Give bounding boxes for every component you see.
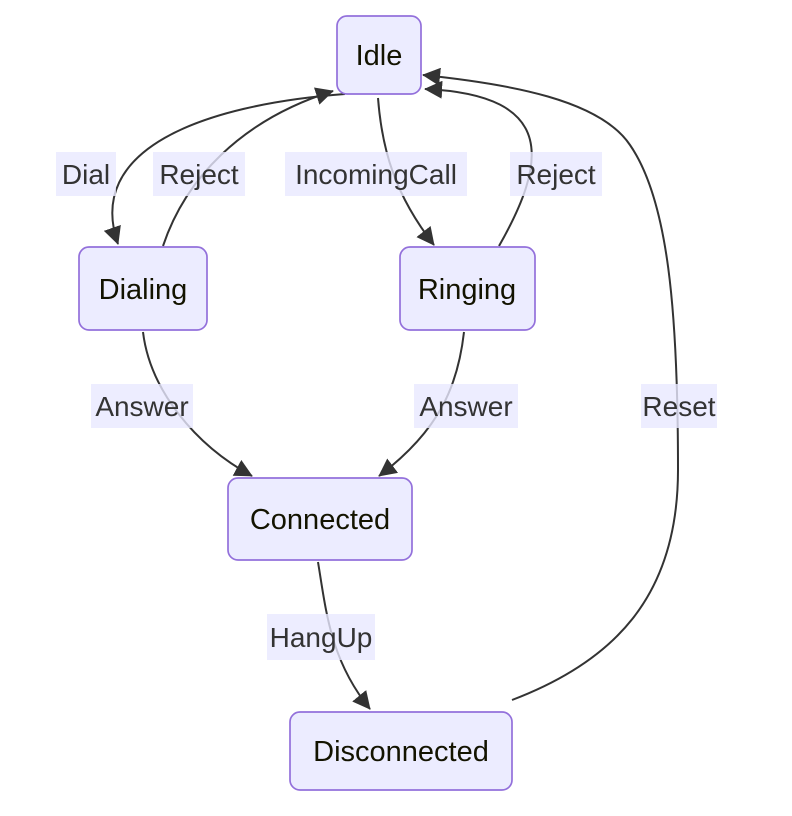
edge-label-bg: [285, 152, 467, 196]
state-node-box: [336, 15, 422, 95]
edge-label-bg: [153, 152, 245, 196]
edge-idle-to-dialing: [103, 93, 346, 245]
edge-label-bg: [641, 384, 717, 428]
edge-label-text: Answer: [95, 391, 188, 422]
nodes-layer: Idle Dialing Ringing Connected Disconnec…: [78, 15, 536, 791]
state-node-label: Connected: [250, 504, 390, 536]
edge-label-bg: [91, 384, 193, 428]
edge-disconnected-to-idle: [422, 67, 680, 701]
state-node-box: [78, 246, 208, 331]
state-node-connected: Connected: [227, 477, 413, 561]
edge-label-hangup: HangUp: [267, 614, 375, 660]
edge-label-reject-right: Reject: [510, 152, 602, 196]
edge-label-dial: Dial: [56, 152, 116, 196]
state-node-idle: Idle: [336, 15, 422, 95]
edge-label-text: Dial: [62, 159, 110, 190]
edge-label-text: Reset: [642, 391, 715, 422]
state-node-box: [289, 711, 513, 791]
state-node-ringing: Ringing: [399, 246, 536, 331]
edge-label-text: Reject: [159, 159, 239, 190]
edge-label-text: Reject: [516, 159, 596, 190]
state-node-label: Idle: [356, 40, 403, 72]
edge-label-reject-left: Reject: [153, 152, 245, 196]
state-node-label: Disconnected: [313, 736, 489, 768]
edge-label-bg: [414, 384, 518, 428]
edge-label-text: HangUp: [270, 622, 373, 653]
edge-label-answer-right: Answer: [414, 384, 518, 428]
edge-label-reset: Reset: [641, 384, 717, 428]
state-node-dialing: Dialing: [78, 246, 208, 331]
edge-ringing-to-idle: [424, 80, 533, 247]
state-node-label: Ringing: [418, 274, 516, 306]
edge-label-incomingcall: IncomingCall: [285, 152, 467, 196]
edge-label-text: Answer: [419, 391, 512, 422]
edge-label-text: IncomingCall: [295, 159, 457, 190]
edge-label-answer-left: Answer: [91, 384, 193, 428]
state-node-box: [227, 477, 413, 561]
edge-label-bg: [56, 152, 116, 196]
edge-labels-layer: Dial Reject IncomingCall Reject Answer A…: [56, 152, 717, 660]
state-node-disconnected: Disconnected: [289, 711, 513, 791]
state-node-label: Dialing: [99, 274, 188, 306]
edge-label-bg: [267, 614, 375, 660]
state-node-box: [399, 246, 536, 331]
edge-label-bg: [510, 152, 602, 196]
